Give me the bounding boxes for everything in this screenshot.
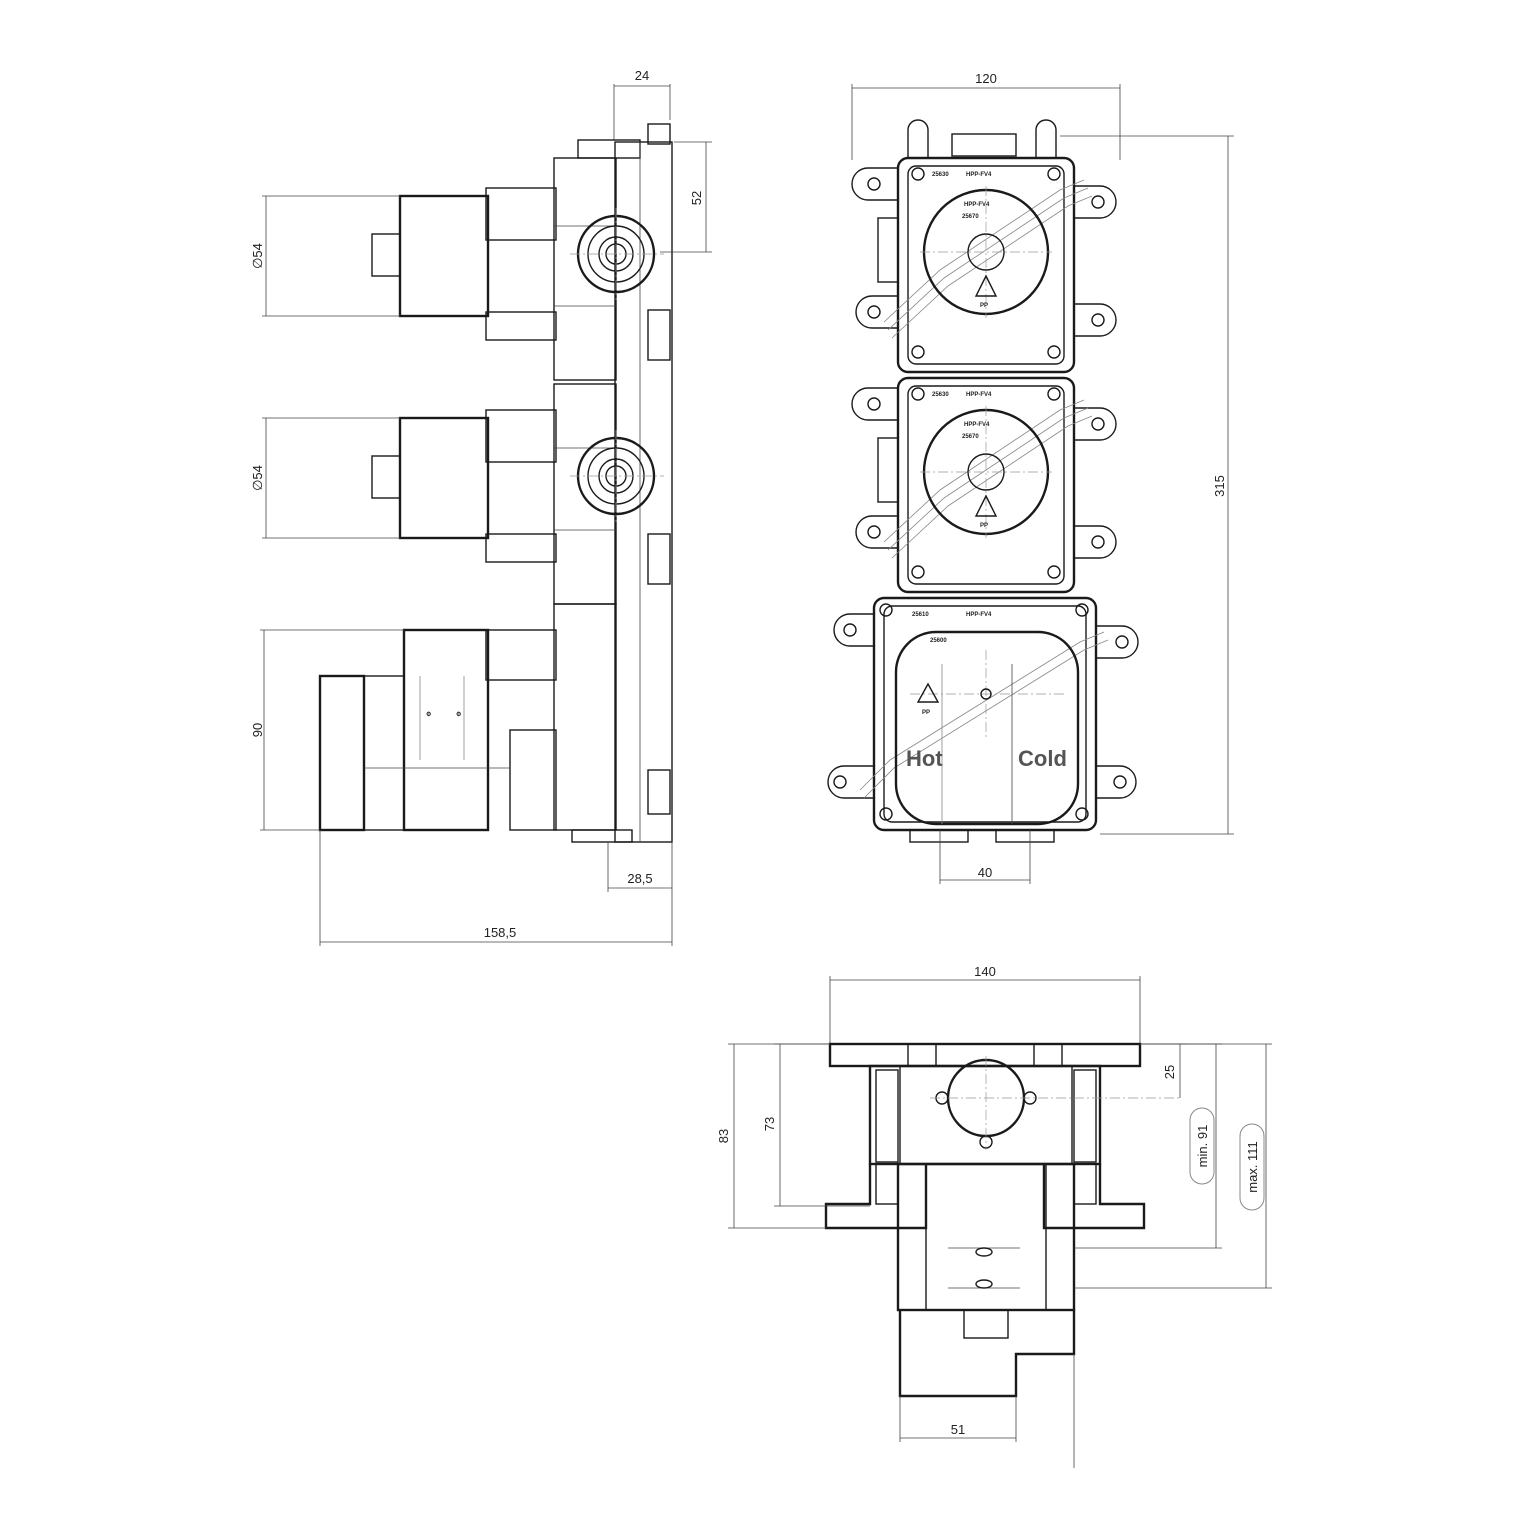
- module-middle: PP 25630 HPP-FV4 HPP-FV4 25670: [851, 376, 1117, 594]
- top-flange: [828, 1042, 1142, 1068]
- module-code-3: HPP-FV4: [964, 202, 990, 208]
- front-view: 120 315: [827, 71, 1234, 884]
- module-code-4: 25670: [962, 214, 979, 220]
- dim-front-width: 120: [851, 71, 1121, 160]
- dim-label-51: 51: [951, 1422, 965, 1437]
- dim-bottom-width: 140: [829, 964, 1141, 1044]
- module-code-6: HPP-FV4: [966, 392, 992, 398]
- upper-module: [371, 157, 671, 381]
- dim-label-25: 25: [1162, 1065, 1177, 1079]
- dim-min-91: min. 91: [1074, 1043, 1222, 1249]
- label-cold: Cold: [1018, 746, 1067, 771]
- dim-label-158-5: 158,5: [484, 925, 517, 940]
- dim-lower-height: 90: [250, 629, 404, 831]
- bottom-body: [868, 1064, 1102, 1166]
- dim-label-28-5: 28,5: [627, 871, 652, 886]
- svg-text:⚙: ⚙: [426, 711, 431, 718]
- dim-label-315: 315: [1212, 475, 1227, 497]
- dim-label-120: 120: [975, 71, 997, 86]
- lower-module: ⚙ ⚙: [318, 603, 671, 843]
- label-hot: Hot: [906, 746, 943, 771]
- material-mark-1: PP: [980, 303, 988, 309]
- dim-label-d54-upper: ∅54: [250, 243, 265, 269]
- dim-25: 25: [1140, 1043, 1186, 1098]
- dim-outlet-spacing: 40: [939, 830, 1031, 884]
- side-view: 24 52: [250, 68, 712, 946]
- back-plate: [614, 141, 673, 843]
- module-upper: PP 25630 HPP-FV4 HPP-FV4 25670: [851, 156, 1117, 374]
- dim-label-52: 52: [689, 191, 704, 205]
- dim-83: 83: [716, 1043, 830, 1229]
- dim-label-40: 40: [978, 865, 992, 880]
- dim-diameter-lower: ∅54: [250, 417, 400, 539]
- dim-73: 73: [762, 1043, 870, 1207]
- material-mark-2: PP: [980, 523, 988, 529]
- module-code-8: 25670: [962, 434, 979, 440]
- material-mark-3: PP: [922, 710, 930, 716]
- dim-label-90: 90: [250, 723, 265, 737]
- dim-front-height: 315: [1060, 135, 1234, 835]
- module-code-1: 25630: [932, 172, 949, 178]
- dim-label-max-111: max. 111: [1245, 1141, 1260, 1193]
- dim-label-24: 24: [635, 68, 649, 83]
- module-code-9: 25610: [912, 612, 929, 618]
- dim-diameter-upper: ∅54: [250, 195, 400, 317]
- module-lower: PP Hot Cold 25610 HPP-FV4 25600: [827, 596, 1139, 843]
- dim-label-140: 140: [974, 964, 996, 979]
- dim-max-111: max. 111: [1074, 1043, 1272, 1289]
- dim-label-73: 73: [762, 1117, 777, 1131]
- dim-outlet-depth: 28,5: [607, 842, 673, 946]
- dim-total-depth: 158,5: [319, 830, 672, 946]
- module-code-7: HPP-FV4: [964, 422, 990, 428]
- dim-label-d54-lower: ∅54: [250, 465, 265, 491]
- module-code-5: 25630: [932, 392, 949, 398]
- bottom-cap: [898, 1310, 1076, 1398]
- dim-label-min-91: min. 91: [1195, 1125, 1210, 1168]
- dim-top-height: 52: [660, 141, 712, 253]
- dim-label-83: 83: [716, 1129, 731, 1143]
- dim-top-width: 24: [613, 68, 671, 140]
- module-code-10: HPP-FV4: [966, 612, 992, 618]
- module-code-2: HPP-FV4: [966, 172, 992, 178]
- bottom-view: 140 25: [716, 964, 1272, 1468]
- svg-text:⚙: ⚙: [456, 711, 461, 718]
- middle-module: [371, 383, 671, 605]
- dim-51: 51: [899, 1354, 1075, 1468]
- module-code-11: 25600: [930, 638, 947, 644]
